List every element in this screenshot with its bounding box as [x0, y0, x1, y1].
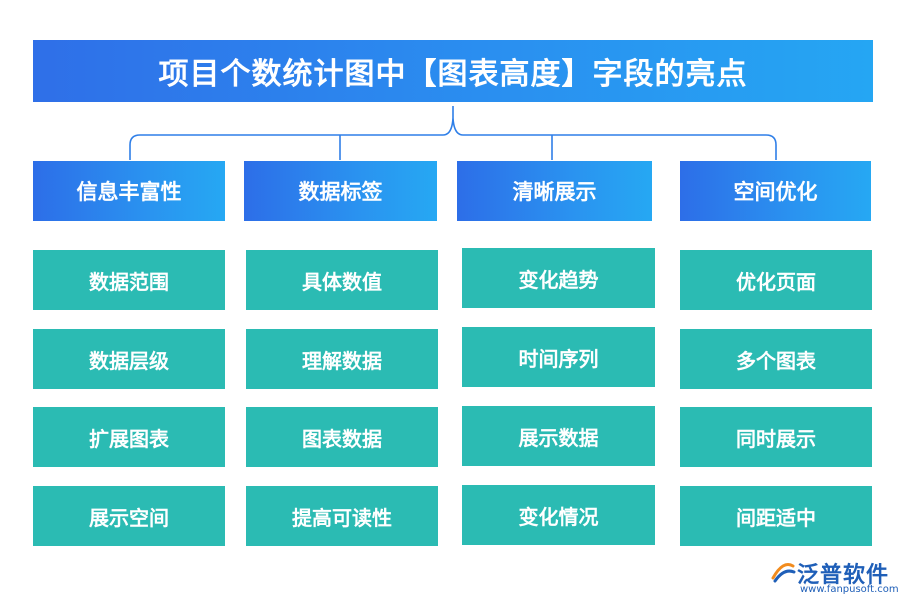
column-header-2: 数据标签	[244, 161, 437, 221]
brand-logo-name: 泛普软件	[797, 563, 890, 588]
column-4-item-1: 优化页面	[680, 250, 872, 310]
column-header-3: 清晰展示	[457, 161, 652, 221]
column-1-item-3: 扩展图表	[33, 407, 225, 467]
column-3-item-3: 展示数据	[462, 406, 655, 466]
column-4-item-2: 多个图表	[680, 329, 872, 389]
brand-logo-url: www.fanpusoft.com	[800, 584, 899, 595]
column-3-item-2: 时间序列	[462, 327, 655, 387]
column-1-item-2: 数据层级	[33, 329, 225, 389]
column-3-item-4: 变化情况	[462, 485, 655, 545]
column-3-item-1: 变化趋势	[462, 248, 655, 308]
column-1-item-4: 展示空间	[33, 486, 225, 546]
column-4-item-3: 同时展示	[680, 407, 872, 467]
column-header-4: 空间优化	[680, 161, 871, 221]
column-4-item-4: 间距适中	[680, 486, 872, 546]
brand-logo-icon	[771, 563, 796, 583]
brace-connector	[129, 106, 777, 160]
column-header-1: 信息丰富性	[33, 161, 225, 221]
column-2-item-1: 具体数值	[246, 250, 438, 310]
column-2-item-2: 理解数据	[246, 329, 438, 389]
brand-logo: 泛普软件 www.fanpusoft.com	[770, 558, 899, 598]
column-1-item-1: 数据范围	[33, 250, 225, 310]
diagram-title: 项目个数统计图中【图表高度】字段的亮点	[33, 40, 873, 102]
column-2-item-4: 提高可读性	[246, 486, 438, 546]
column-2-item-3: 图表数据	[246, 407, 438, 467]
